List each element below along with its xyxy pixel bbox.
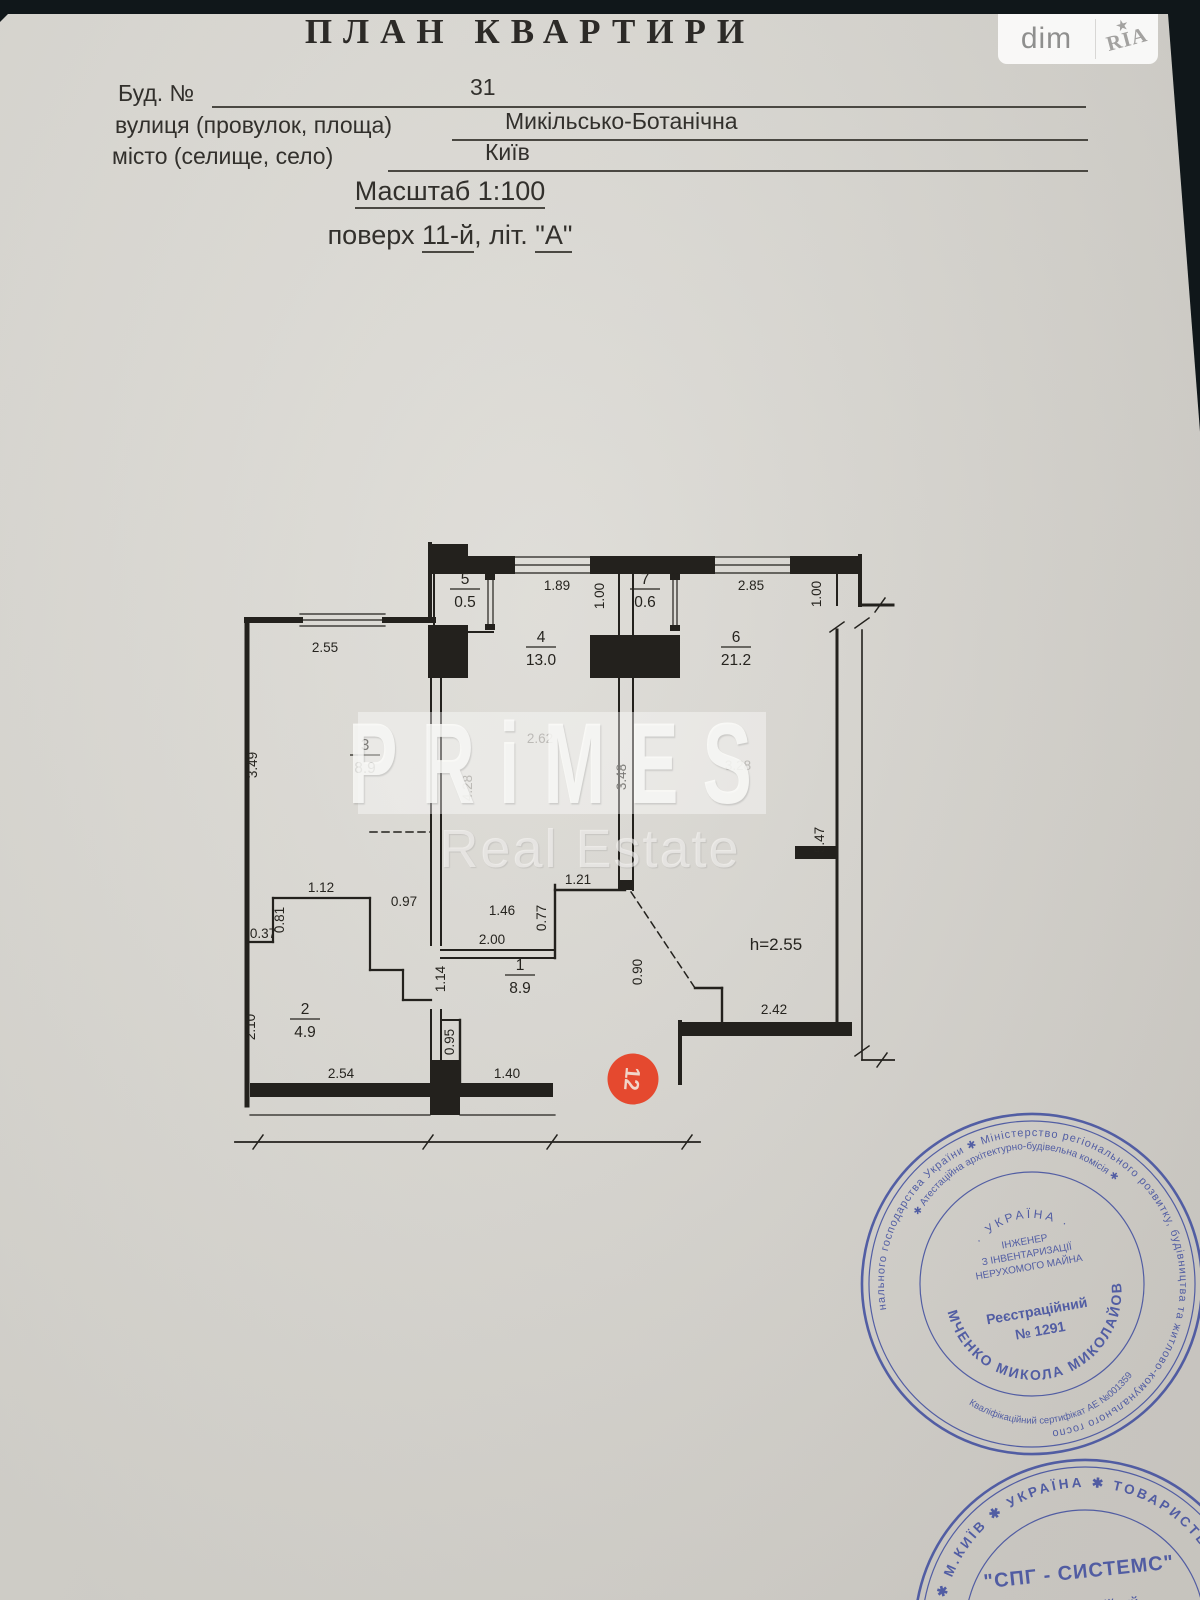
room-labels: 1 8.9 2 4.9 3 8.9 4 13.0 5 0.5 6 21.2 7 0.6	[290, 571, 751, 1041]
field-label-city: місто (селище, село)	[112, 143, 334, 169]
svg-text:3.49: 3.49	[245, 752, 260, 778]
apartment-number-mark: 12	[607, 1053, 659, 1105]
floor-row: поверх 11-й, літ. "А"	[0, 220, 900, 253]
svg-text:2.10: 2.10	[243, 1014, 258, 1040]
svg-text:0.97: 0.97	[391, 894, 417, 909]
svg-text:7: 7	[641, 571, 650, 588]
svg-text:2.42: 2.42	[761, 1002, 787, 1017]
svg-text:2.54: 2.54	[328, 1066, 355, 1081]
svg-text:1: 1	[516, 957, 525, 974]
svg-text:h=2.55: h=2.55	[750, 935, 802, 954]
floor-prefix: поверх	[327, 220, 415, 250]
svg-text:2: 2	[301, 1001, 310, 1018]
svg-text:0.37: 0.37	[250, 926, 276, 941]
svg-text:2.62: 2.62	[527, 731, 553, 746]
scale-row: Масштаб 1:100	[0, 176, 900, 209]
floor-mid: , літ.	[474, 220, 536, 250]
watermark-realestate: Real Estate	[439, 819, 741, 879]
svg-text:4.9: 4.9	[294, 1024, 316, 1041]
svg-text:0.90: 0.90	[630, 959, 645, 985]
watermark-primes: PRiMES	[348, 698, 776, 828]
svg-text:1.12: 1.12	[308, 880, 334, 895]
svg-text:0.5: 0.5	[454, 594, 476, 611]
svg-text:3: 3	[361, 737, 370, 754]
watermark-box: PRiMES	[348, 699, 766, 827]
floor-plan-drawing: 12 1 8.9 2 4.9 3 8.9 4 13.0 5 0.5 6 21.2 7 0.6 1.89 2.…	[234, 542, 895, 1151]
form-line	[388, 170, 1088, 172]
ria-logo-text: ★RIA	[1103, 15, 1151, 56]
svg-text:21.2: 21.2	[721, 652, 751, 669]
svg-text:0.81: 0.81	[272, 907, 287, 933]
dimension-labels: 1.89 2.85 1.00 1.00 2.55 3.49 2.62 4.28 3.48 3.28…	[243, 578, 827, 1081]
svg-text:2.55: 2.55	[312, 640, 338, 655]
dim-logo-text: dim	[1020, 22, 1073, 55]
svg-text:8.9: 8.9	[354, 760, 376, 777]
svg-text:1.40: 1.40	[494, 1066, 520, 1081]
svg-text:3.28: 3.28	[725, 758, 751, 773]
page-title: ПЛАН КВАРТИРИ	[304, 12, 756, 51]
svg-text:0.6: 0.6	[634, 594, 656, 611]
stamp1-reg-number: № 1291	[1014, 1318, 1067, 1343]
svg-text:3.48: 3.48	[614, 764, 629, 790]
field-value-street: Микільсько-Ботанічна	[505, 108, 738, 134]
svg-text:2.85: 2.85	[738, 578, 764, 593]
floor-value: 11-й	[421, 220, 475, 253]
form-line	[452, 139, 1088, 141]
field-value-building: 31	[470, 74, 496, 100]
svg-text:1.89: 1.89	[544, 578, 570, 593]
stamp2-sub-text: ідентифікаційний	[1026, 1593, 1139, 1600]
stamp2-company-name: "СПГ - СИСТЕМС"	[983, 1551, 1176, 1593]
svg-text:1.00: 1.00	[809, 581, 824, 607]
liter-value: "А"	[535, 220, 573, 253]
svg-text:8.9: 8.9	[509, 980, 531, 997]
ria-star-icon: ★	[1114, 15, 1131, 34]
svg-text:0.77: 0.77	[534, 905, 549, 931]
dim-ria-logo: dim ★RIA	[998, 14, 1158, 64]
svg-text:0.95: 0.95	[442, 1029, 457, 1055]
company-round-stamp: СТЮ ✱ М.КИЇВ ✱ УКРАЇНА ✱ ТОВАРИСТВО З ОБ…	[913, 1458, 1200, 1600]
svg-text:1.00: 1.00	[592, 583, 607, 609]
field-value-city: Київ	[485, 139, 530, 165]
svg-text:4.28: 4.28	[460, 775, 475, 801]
engineer-round-stamp: нального господарства України ✱ Міністер…	[860, 1112, 1200, 1456]
svg-text:13.0: 13.0	[526, 652, 557, 669]
svg-text:1.14: 1.14	[433, 965, 448, 992]
svg-text:1.21: 1.21	[565, 872, 591, 887]
scale-text: Масштаб 1:100	[354, 176, 546, 209]
svg-text:2.00: 2.00	[479, 932, 505, 947]
svg-text:1.46: 1.46	[489, 903, 515, 918]
logo-divider	[1095, 19, 1096, 59]
apartment-number: 12	[619, 1066, 644, 1091]
field-label-building: Буд. №	[118, 80, 195, 106]
form-line	[212, 106, 1086, 108]
svg-text:5.47: 5.47	[812, 827, 827, 853]
svg-text:6: 6	[732, 629, 741, 646]
field-label-street: вулиця (провулок, площа)	[115, 112, 393, 138]
svg-text:4: 4	[537, 629, 546, 646]
svg-text:5: 5	[461, 571, 470, 588]
